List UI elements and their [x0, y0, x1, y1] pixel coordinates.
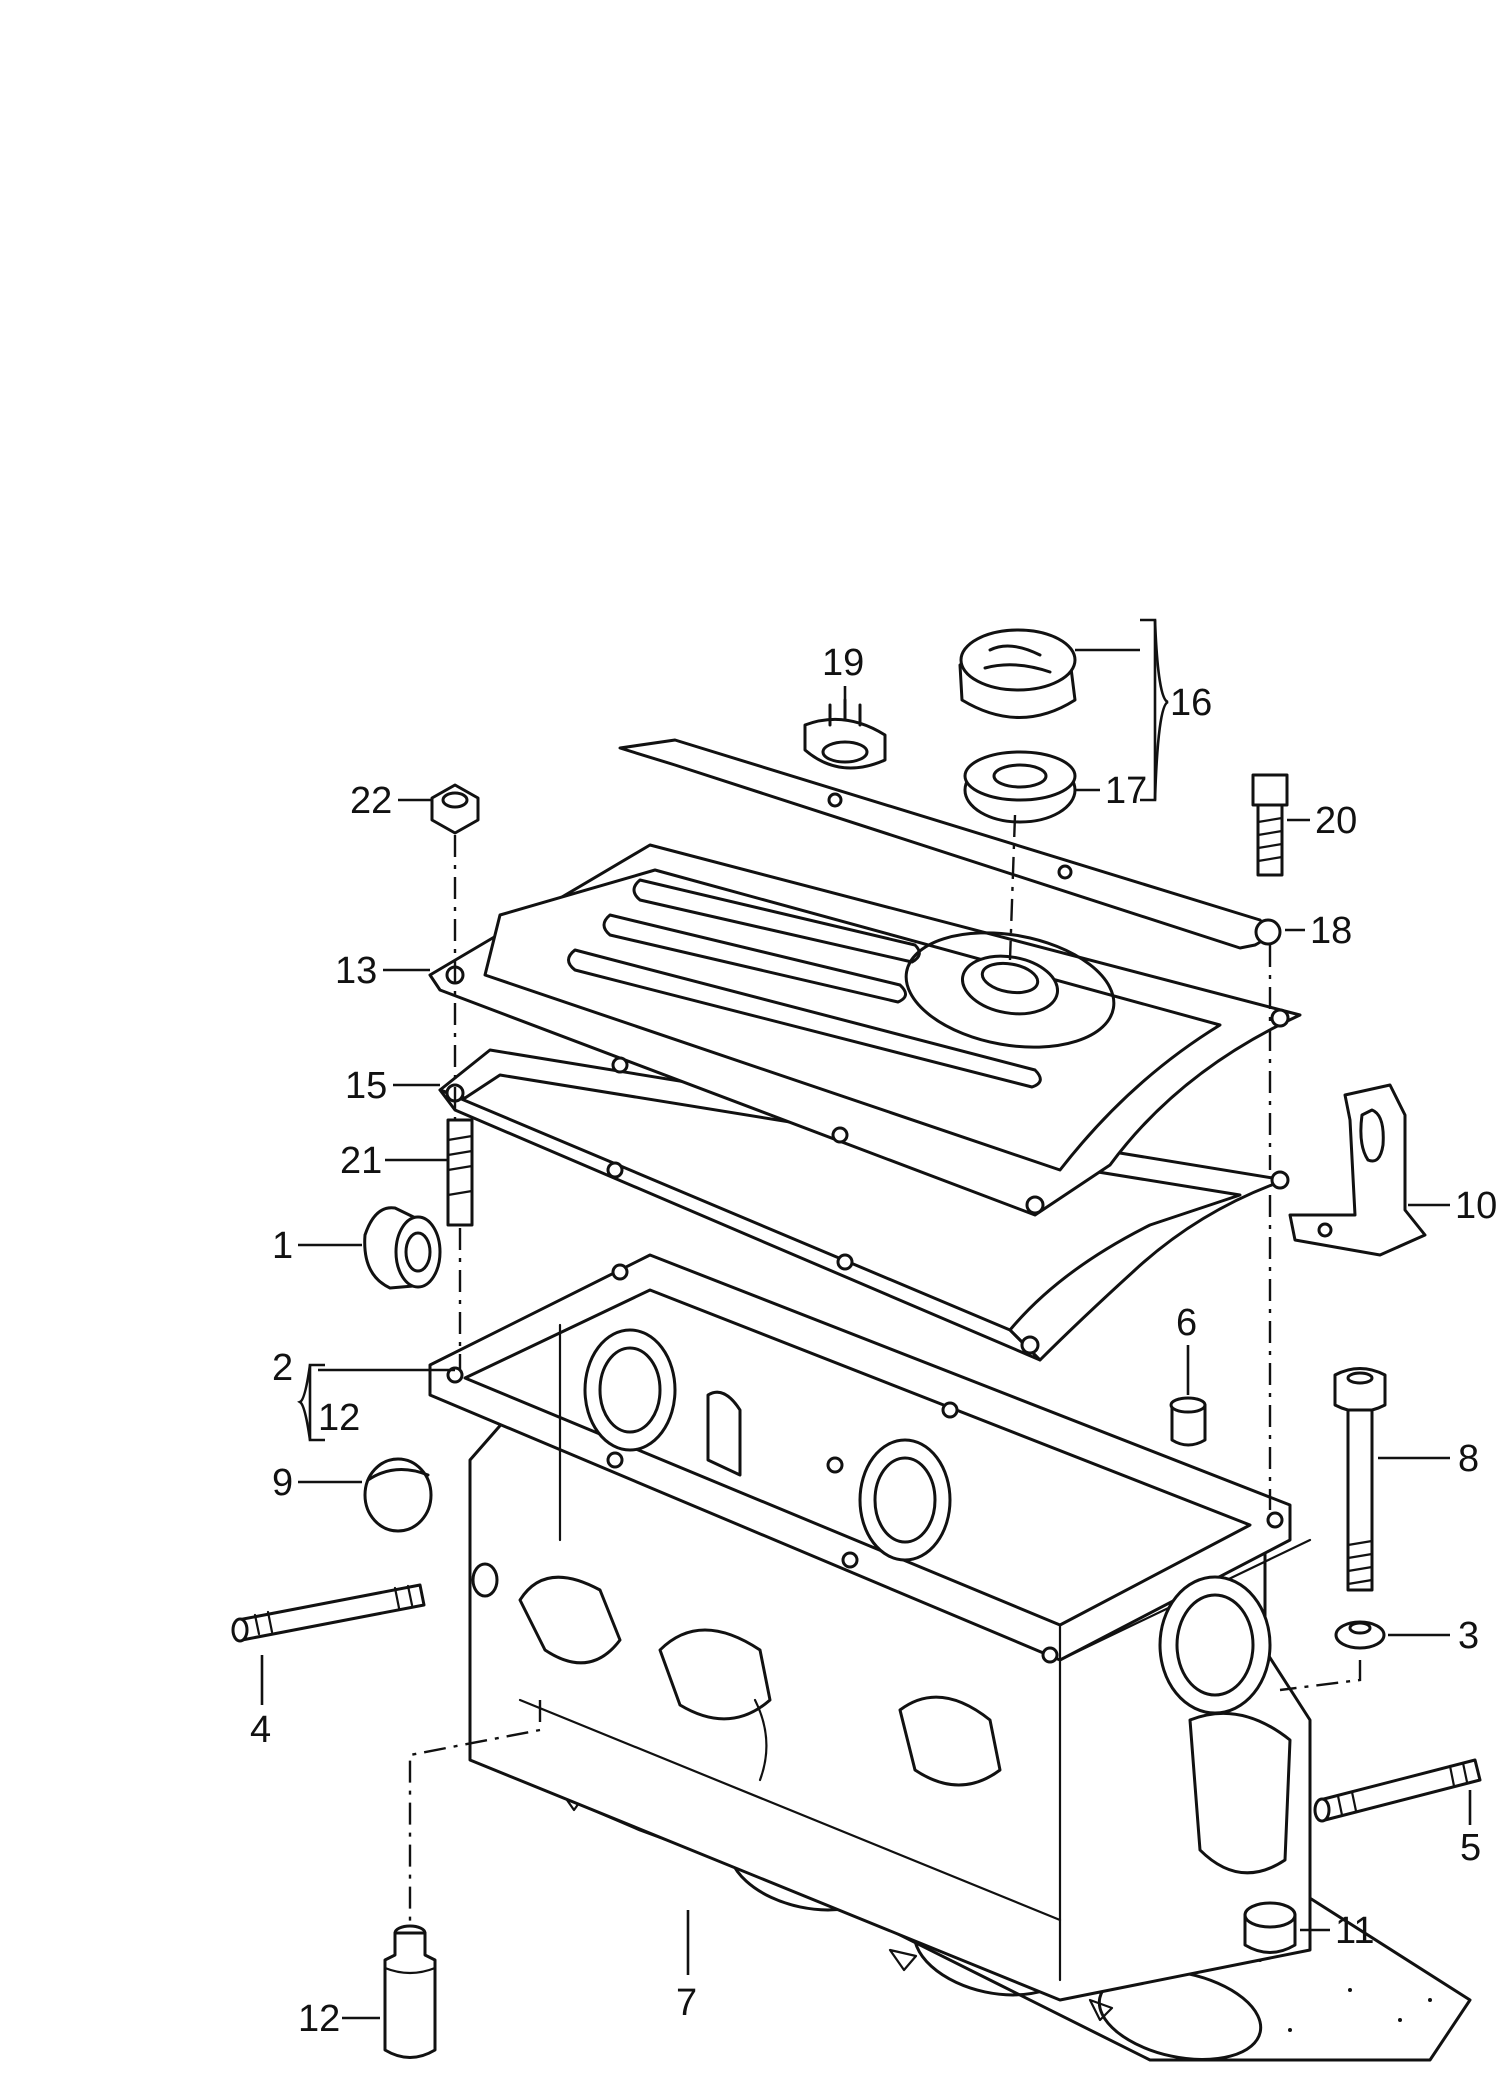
label-part-8: 8	[1458, 1438, 1479, 1480]
valve-cover-gasket	[438, 1048, 1290, 1362]
dowel-6	[1169, 1396, 1207, 1447]
stud-4	[231, 1583, 426, 1643]
label-part-16: 16	[1170, 682, 1212, 724]
leader-lines	[260, 618, 1472, 2020]
label-part-19: 19	[822, 642, 864, 684]
stud-5	[1313, 1758, 1482, 1823]
alignment-lines	[408, 814, 1362, 1925]
head-bolt-holes	[446, 1263, 1284, 1664]
label-part-13: 13	[335, 950, 377, 992]
part-labels: 1 2 12 3 4 5 6 7 8 9 10 11 12 13 15 16 1…	[250, 642, 1497, 2040]
head-bolt-8	[1333, 1367, 1387, 1592]
label-part-9: 9	[272, 1462, 293, 1504]
stud-21	[446, 1118, 474, 1227]
label-part-4: 4	[250, 1709, 271, 1751]
label-part-17: 17	[1105, 770, 1147, 812]
nut-22	[430, 783, 480, 835]
label-part-20: 20	[1315, 800, 1357, 842]
cover-strip	[618, 738, 1282, 950]
label-part-1: 1	[272, 1225, 293, 1267]
clip-part	[803, 698, 887, 770]
label-part-12: 12	[298, 1998, 340, 2040]
oil-filler-cap	[958, 628, 1077, 719]
plug-9	[363, 1457, 433, 1533]
label-part-15: 15	[345, 1065, 387, 1107]
label-part-11: 11	[1335, 1910, 1374, 1952]
label-part-10: 10	[1455, 1185, 1497, 1227]
label-part-21: 21	[340, 1140, 382, 1182]
label-part-6: 6	[1176, 1302, 1197, 1344]
label-part-18: 18	[1310, 910, 1352, 952]
valve-cover	[428, 843, 1302, 1217]
label-part-2-sub-12: 12	[318, 1397, 360, 1439]
label-part-3: 3	[1458, 1615, 1479, 1657]
label-part-2: 2	[272, 1347, 293, 1389]
cap-seal	[963, 750, 1077, 824]
bracket-10	[1288, 1083, 1427, 1257]
label-part-5: 5	[1460, 1827, 1481, 1869]
bearing-1	[363, 1206, 442, 1290]
cylinder-head	[428, 1253, 1312, 2002]
bolt-20	[1251, 773, 1289, 877]
valve-guide-12	[383, 1924, 437, 2059]
label-part-22: 22	[350, 780, 392, 822]
label-part-7: 7	[676, 1982, 697, 2024]
cap-11	[1243, 1901, 1297, 1954]
washer-3	[1334, 1620, 1386, 1650]
